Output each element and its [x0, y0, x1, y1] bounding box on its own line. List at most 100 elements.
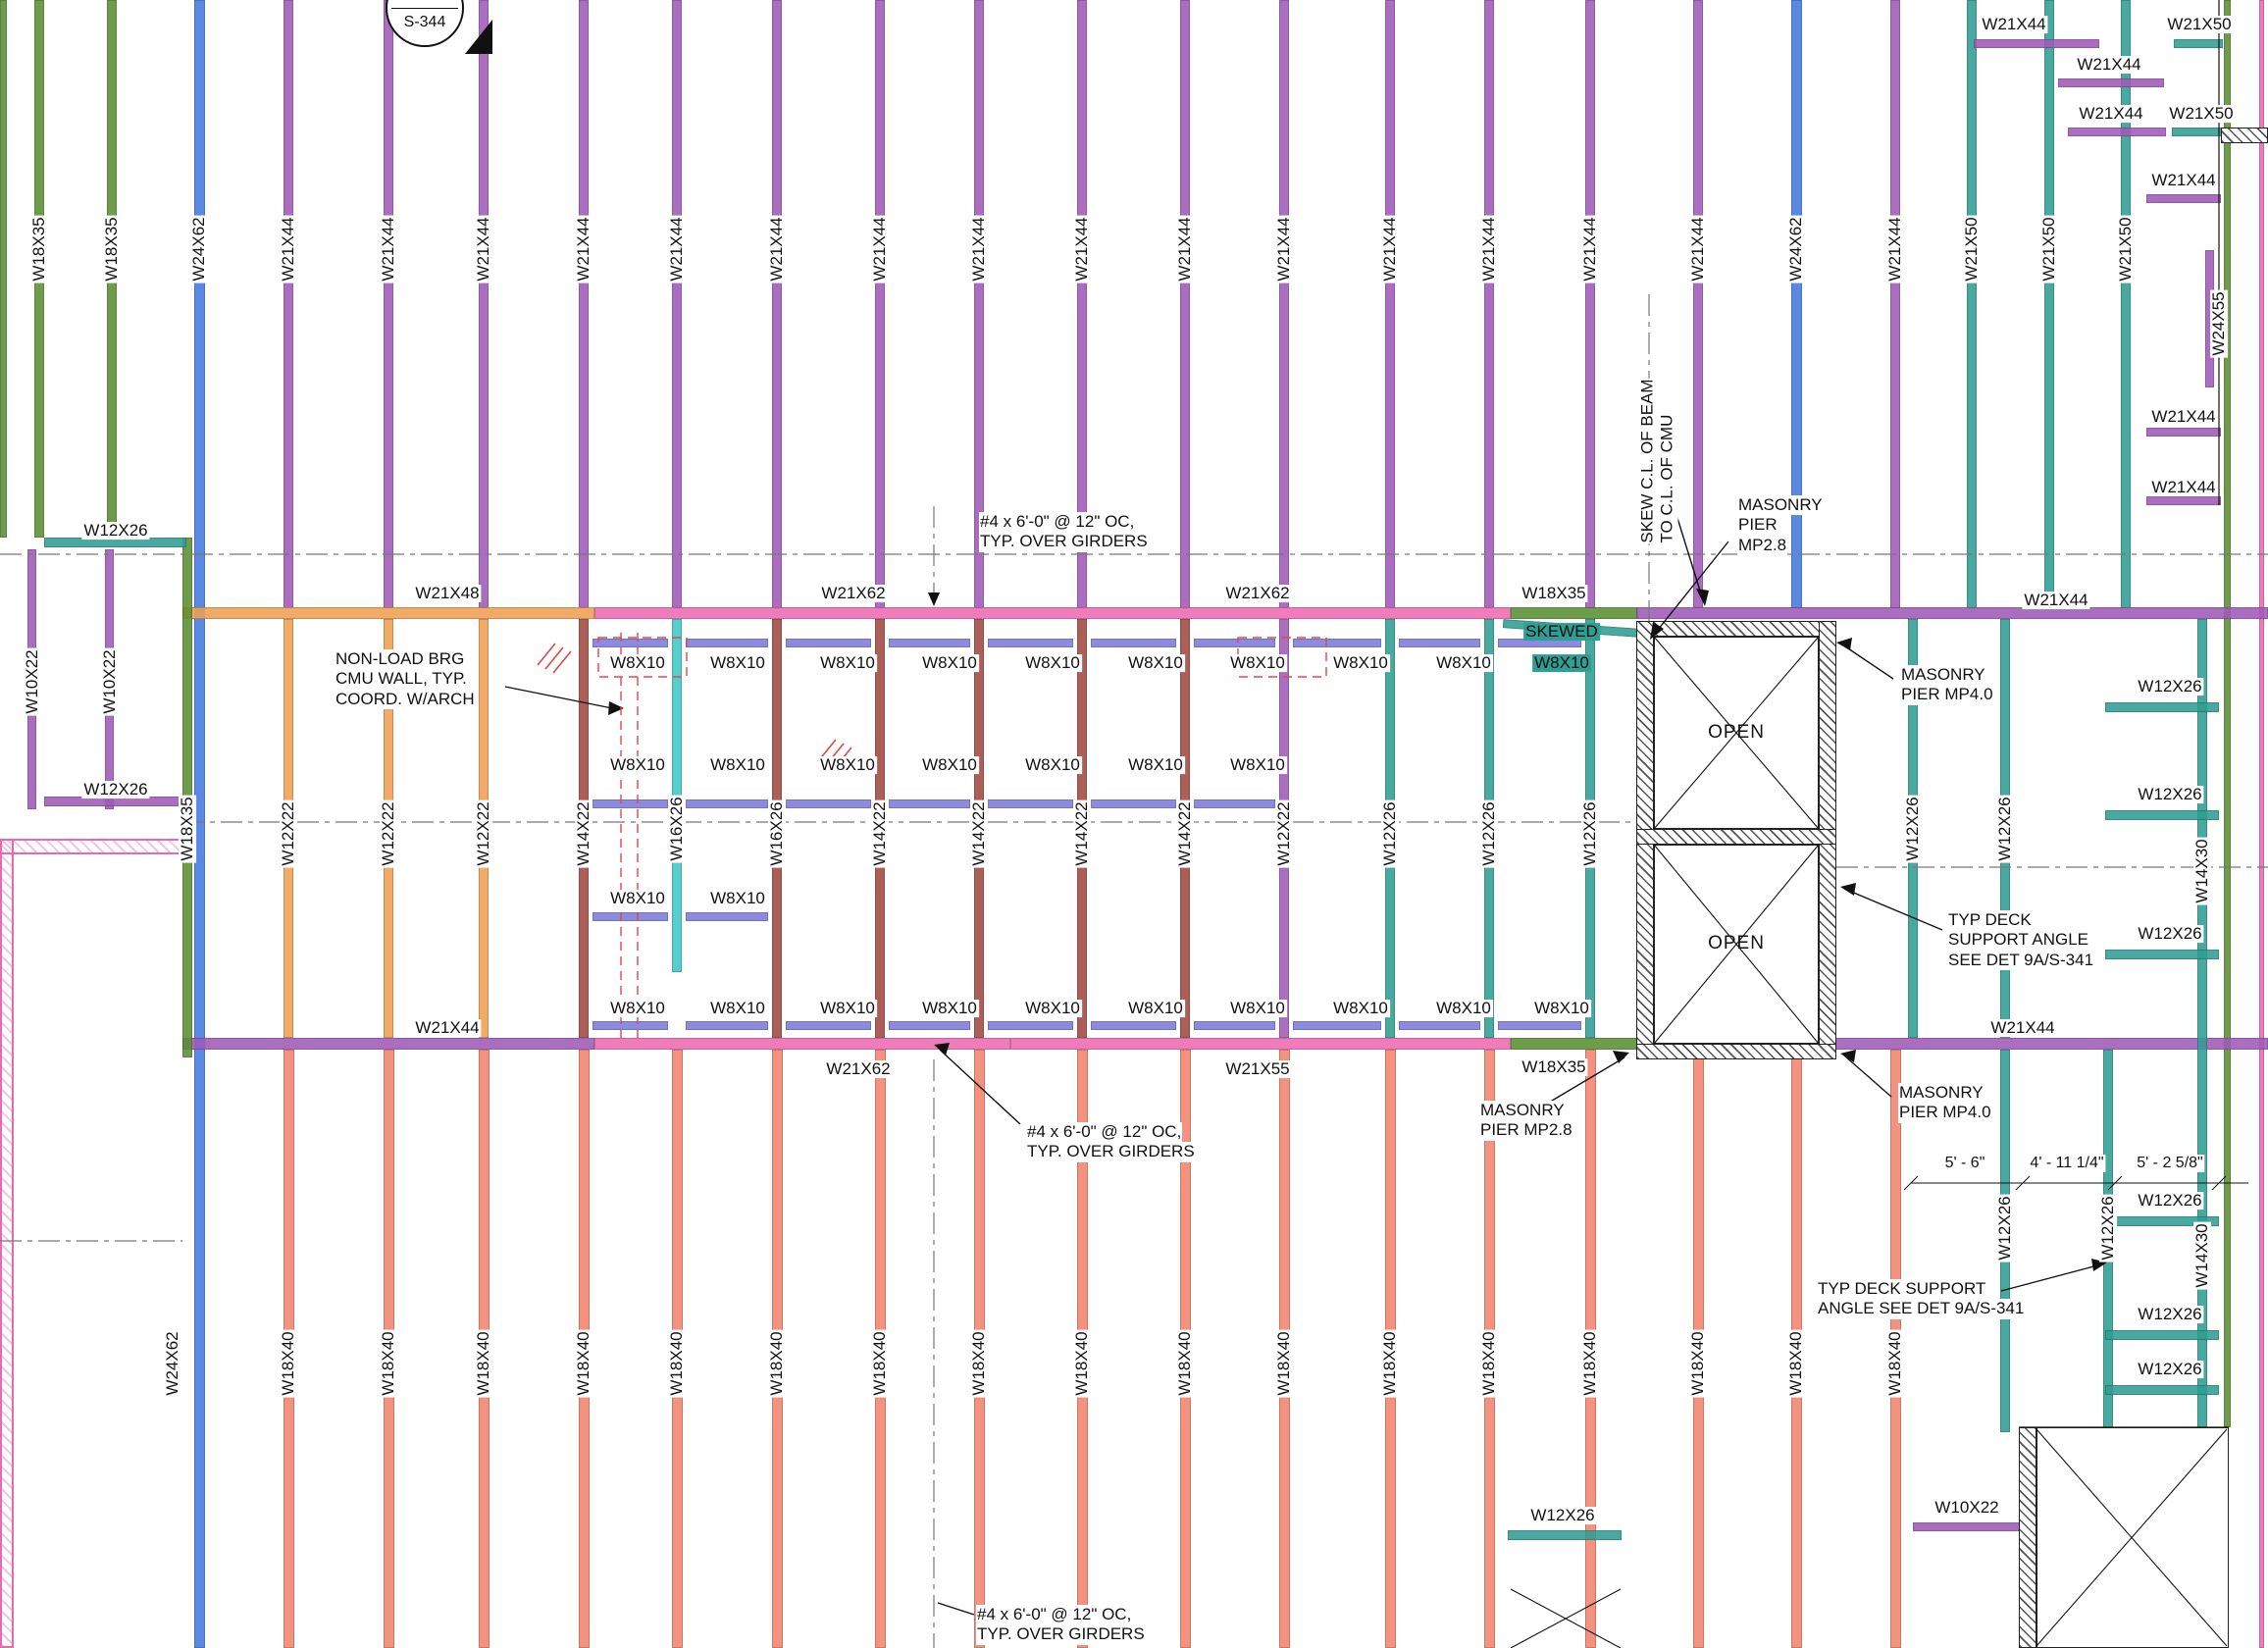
beam-label: W8X10	[708, 755, 767, 775]
beam-label: W21X62	[819, 584, 888, 603]
beam-label: W21X50	[2116, 215, 2136, 283]
beam-label: W21X44	[279, 215, 298, 283]
beam-w8x10	[988, 1021, 1073, 1030]
beam-label: W12X26	[1995, 1194, 2015, 1262]
beam	[44, 797, 186, 806]
beam-label: W8X10	[1126, 653, 1185, 673]
beam-label: W12X26	[1995, 795, 2015, 863]
beam	[1585, 0, 1595, 608]
beam-label: W18X40	[1688, 1329, 1708, 1398]
beam-label: W8X10	[920, 999, 979, 1018]
beam	[1890, 0, 1900, 608]
beam	[2146, 496, 2221, 505]
beam-w8x10	[1194, 1021, 1275, 1030]
beam-label: W18X40	[1175, 1329, 1195, 1398]
beam-label: W12X26	[1380, 799, 1400, 868]
beam-label: W21X44	[2149, 171, 2218, 190]
beam	[1508, 1530, 1622, 1540]
beam	[2146, 194, 2221, 203]
beam	[2224, 0, 2231, 1427]
beam-label: W18X40	[379, 1329, 398, 1398]
beam-label: W18X40	[1380, 1329, 1400, 1398]
beam-label: W18X40	[1786, 1329, 1806, 1398]
beam-label: W12X26	[1528, 1506, 1597, 1525]
beam-w8x10	[1399, 639, 1480, 647]
beam	[1791, 0, 1802, 608]
beam-label: W12X26	[1903, 795, 1923, 863]
beam-label: W18X40	[667, 1329, 687, 1398]
beam	[2205, 250, 2214, 387]
beam	[1693, 0, 1703, 608]
dimension-text: 4' - 11 1/4"	[2028, 1155, 2106, 1172]
beam-label: W21X44	[474, 215, 493, 283]
beam	[479, 0, 489, 608]
cmu-wall	[0, 839, 186, 854]
cmu-wall	[0, 839, 14, 1648]
beam-label: W21X44	[1980, 15, 2048, 34]
beam-w8x10	[593, 639, 668, 647]
beam-label: W8X10	[1228, 999, 1287, 1018]
beam-label: W8X10	[1331, 653, 1390, 673]
beam-label: W18X40	[279, 1329, 298, 1398]
beam-label: W21X44	[969, 215, 989, 283]
beam-label: W21X44	[2077, 104, 2145, 124]
beam-label: W8X10	[1228, 755, 1287, 775]
hatched-wall	[1636, 829, 1836, 845]
beam-label: W18X35	[29, 215, 49, 283]
beam-w8x10	[686, 639, 768, 647]
bubble-divider	[391, 8, 458, 9]
beam-label: W21X44	[1988, 1018, 2057, 1038]
beam-label: W24X62	[189, 215, 209, 283]
beam-label: W14X22	[870, 799, 890, 868]
shaft-cell	[2036, 1427, 2229, 1648]
beam-label: W10X22	[1933, 1498, 2001, 1518]
beam	[1511, 607, 1638, 619]
beam-label: W18X40	[1274, 1329, 1294, 1398]
beam	[2197, 619, 2207, 1433]
beam-label: W10X22	[23, 647, 42, 716]
beam-label: W8X10	[608, 653, 667, 673]
beam-w8x10	[1194, 799, 1275, 808]
beam-w8x10	[889, 639, 970, 647]
beam-label: W12X26	[2136, 785, 2204, 804]
beam-label: W18X35	[102, 215, 122, 283]
beam	[1913, 1522, 2023, 1531]
beam-label: W8X10	[1532, 653, 1591, 673]
beam	[579, 0, 589, 608]
beam	[772, 0, 782, 608]
beam-label: W18X40	[969, 1329, 989, 1398]
beam-label: W8X10	[1434, 653, 1493, 673]
beam-w8x10	[686, 799, 768, 808]
beam-label: W16X26	[667, 795, 687, 863]
beam-label: W21X44	[413, 1018, 482, 1038]
beam	[2105, 950, 2219, 959]
beam-label: W18X40	[1885, 1329, 1905, 1398]
beam-label: W18X35	[178, 795, 197, 863]
beam-label: W12X26	[1580, 799, 1600, 868]
beam-label: W8X10	[708, 889, 767, 908]
beam-label: W21X62	[1223, 584, 1292, 603]
beam	[182, 1038, 594, 1050]
beam-label: W18X40	[767, 1329, 787, 1398]
beam	[194, 0, 205, 1648]
beam	[2044, 0, 2054, 608]
beam-label: W21X44	[1072, 215, 1092, 283]
beam	[672, 0, 682, 608]
beam-label: W12X26	[2136, 1360, 2204, 1379]
annotation: #4 x 6'-0" @ 12" OC,TYP. OVER GIRDERS	[1026, 1122, 1196, 1162]
beam-label: W18X40	[474, 1329, 493, 1398]
beam-label: W21X44	[1688, 215, 1708, 283]
beam	[875, 0, 885, 608]
beam-label: W8X10	[1126, 755, 1185, 775]
beam-label: W12X26	[2136, 924, 2204, 944]
beam-label: W12X22	[474, 799, 493, 868]
beam-label: W8X10	[920, 653, 979, 673]
beam-label: W8X10	[708, 653, 767, 673]
beam-label: W18X40	[870, 1329, 890, 1398]
beam	[2121, 0, 2131, 608]
section-reference-bubble: 45 S-344	[386, 0, 464, 47]
beam	[0, 0, 7, 538]
